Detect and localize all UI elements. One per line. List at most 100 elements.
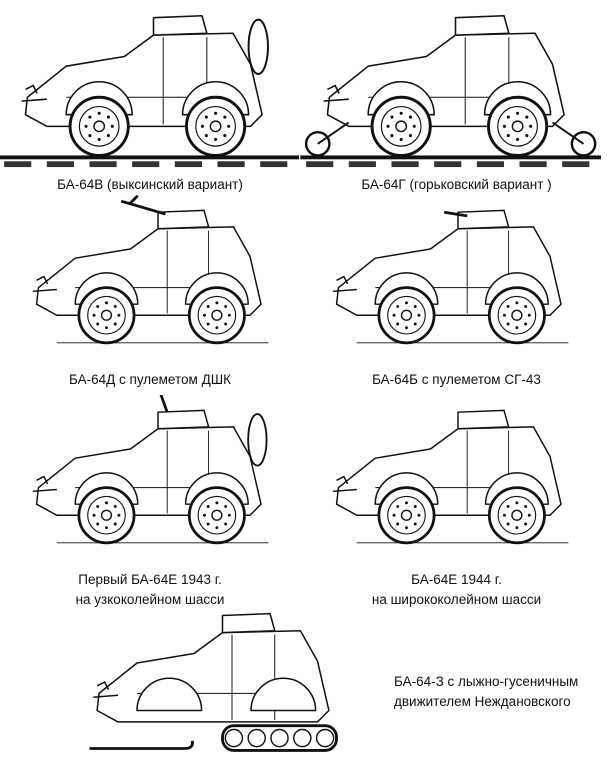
road-wheel — [315, 728, 335, 748]
bolt — [413, 504, 417, 508]
headlight — [323, 84, 349, 102]
caption-line-2: на узкоколейном шасси — [75, 592, 225, 607]
headlight — [32, 475, 57, 493]
bolt — [105, 526, 108, 530]
bolt — [227, 313, 231, 317]
figure-ba64b: БА-64Б с пулеметом СГ-43 — [300, 195, 613, 395]
bolt — [413, 522, 417, 526]
roller-arms — [317, 121, 585, 145]
figure-ba64g: БА-64Г (горьковский вариант ) — [300, 0, 613, 200]
hub — [211, 309, 223, 321]
wheel — [487, 286, 546, 345]
bolt — [506, 322, 510, 326]
bolt — [413, 322, 417, 326]
bolt — [214, 111, 218, 115]
vehicle — [32, 195, 269, 345]
bolt — [506, 134, 510, 138]
vehicle-drawing — [89, 612, 338, 752]
vehicle — [0, 14, 300, 168]
figure-ba64d: БА-64Д с пулеметом ДШК — [0, 195, 300, 395]
bolt — [515, 326, 519, 330]
bolt — [412, 124, 416, 128]
bolt — [408, 115, 412, 119]
headlight — [21, 84, 47, 102]
bolt — [506, 304, 510, 308]
bolt — [215, 326, 219, 330]
bolt — [527, 313, 531, 317]
bolt — [106, 115, 110, 119]
bolt — [405, 501, 408, 505]
bolt — [524, 522, 528, 526]
bolt — [224, 504, 228, 508]
vehicle-drawing — [32, 195, 269, 345]
bolt — [502, 124, 507, 128]
bolt — [206, 504, 210, 508]
sleeper — [348, 161, 376, 168]
turret — [157, 409, 210, 430]
wheel — [487, 486, 546, 545]
hub — [400, 509, 413, 521]
bolt — [117, 313, 121, 317]
wheel — [487, 95, 549, 157]
bolt — [515, 301, 519, 305]
turret — [157, 209, 210, 230]
bolt — [215, 526, 219, 530]
bolt — [525, 134, 529, 138]
turret — [221, 612, 276, 634]
bolt — [113, 522, 117, 526]
road-wheel — [270, 728, 289, 748]
bolt — [417, 313, 421, 317]
bolt — [405, 301, 408, 305]
turret — [454, 14, 510, 36]
wheel — [377, 486, 436, 545]
bolt — [113, 504, 117, 508]
bolt — [502, 313, 506, 317]
bolt — [96, 522, 100, 526]
wheel — [377, 286, 436, 345]
vehicle — [300, 14, 601, 168]
bolt — [396, 522, 400, 526]
bolt — [408, 134, 412, 138]
bolt — [392, 313, 396, 317]
bolt — [202, 513, 206, 517]
bolt — [386, 124, 390, 128]
spare-wheel — [247, 413, 268, 467]
wheel — [187, 286, 246, 345]
bolt — [405, 526, 408, 530]
bolt — [524, 504, 528, 508]
bolt — [524, 322, 528, 326]
bolt — [527, 513, 531, 517]
vehicle — [32, 395, 269, 545]
bolt — [204, 115, 208, 119]
sleeper — [46, 161, 74, 168]
wheel — [185, 95, 247, 157]
bolt — [215, 501, 219, 505]
bolt — [204, 134, 208, 138]
sleeper — [519, 161, 547, 168]
wheel — [68, 95, 130, 157]
road-wheel — [247, 728, 266, 748]
headlight — [93, 680, 119, 698]
hub — [511, 309, 523, 321]
bolt — [390, 115, 394, 119]
vehicle-drawing — [332, 209, 569, 345]
bolt — [97, 137, 101, 141]
bolt — [215, 301, 219, 305]
headlight — [32, 275, 57, 293]
bolt — [506, 522, 510, 526]
sleeper — [562, 161, 590, 168]
bolt — [524, 304, 528, 308]
sleeper — [132, 161, 160, 168]
rail — [0, 155, 300, 160]
caption: БА-64Б с пулеметом СГ-43 — [372, 372, 541, 387]
bolt — [529, 124, 533, 128]
bolt — [515, 501, 519, 505]
bolt — [516, 111, 520, 115]
bolt — [405, 326, 408, 330]
bolt — [96, 322, 100, 326]
bolt — [390, 134, 394, 138]
sleeper — [391, 161, 419, 168]
bolt — [88, 115, 92, 119]
machine-gun-sg43 — [443, 210, 468, 218]
bolt — [214, 137, 218, 141]
